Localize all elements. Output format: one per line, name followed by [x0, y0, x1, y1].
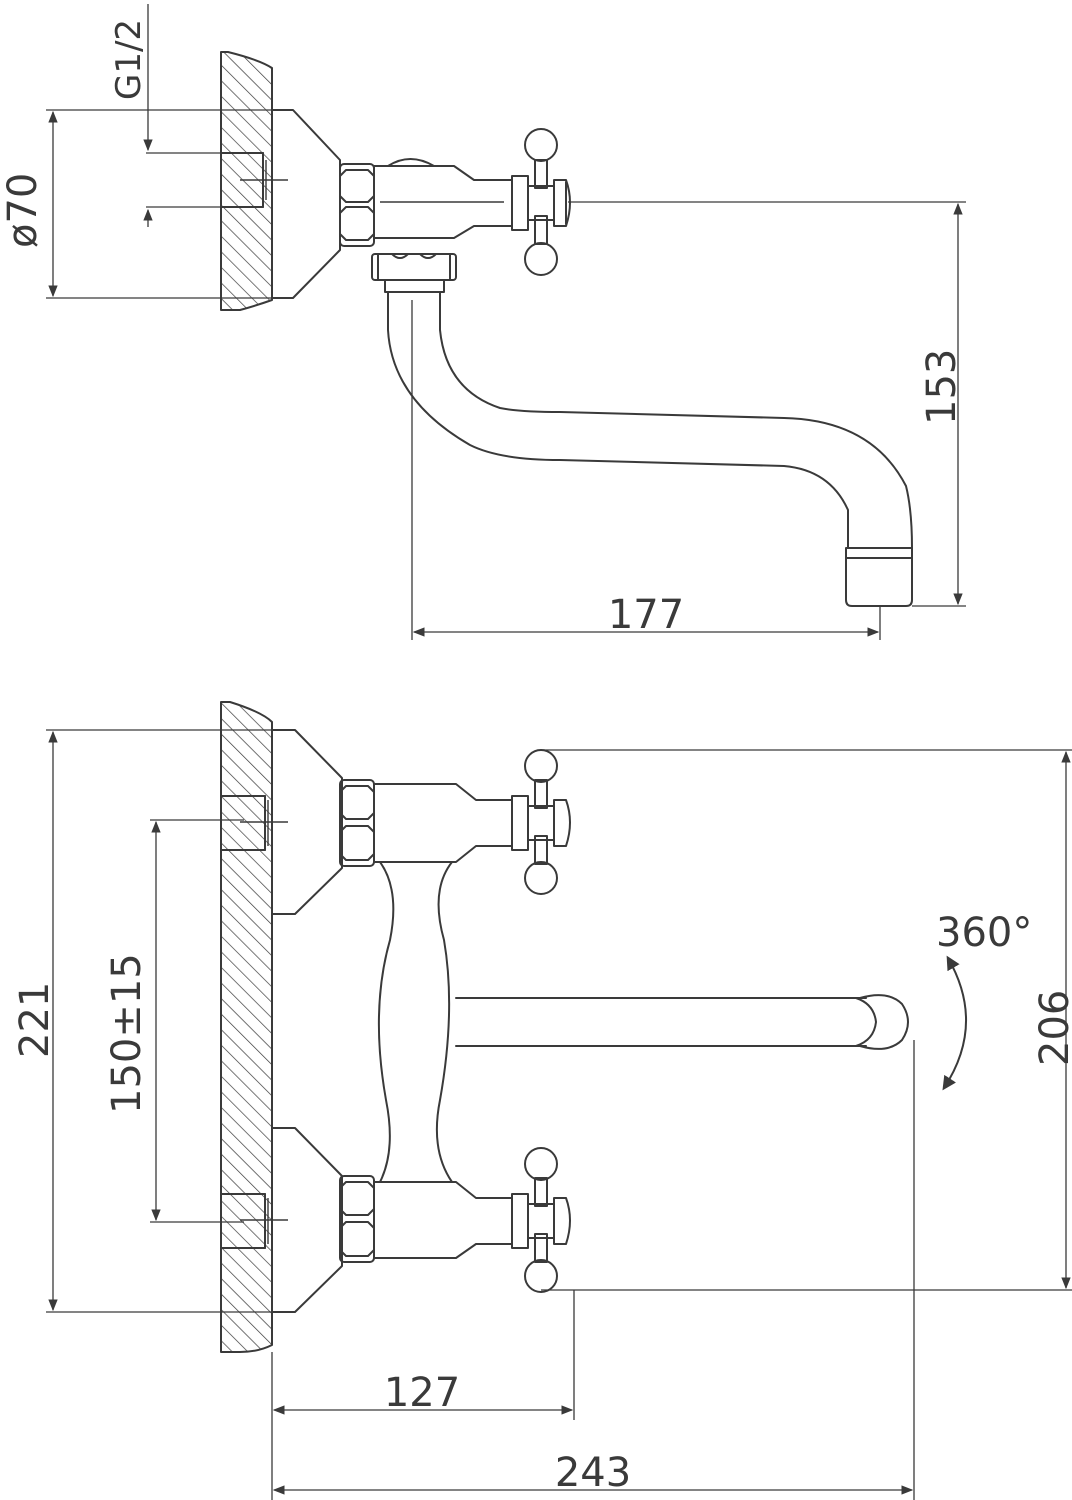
side-view: ø70 G1/2 153 177 [0, 4, 966, 640]
hex-nut-lower [339, 1175, 375, 1263]
rotation-arrow [942, 955, 968, 1091]
spout-height-label: 153 [919, 349, 965, 425]
flange-diameter-label: ø70 [0, 173, 46, 248]
overall-height-label: 221 [12, 982, 58, 1058]
valve-body-lower [373, 1181, 513, 1259]
swivel-nut-top [371, 253, 457, 293]
rotation-label: 360° [936, 910, 1032, 956]
wall-section-top [220, 51, 273, 311]
handle-span-label: 206 [1032, 990, 1072, 1066]
cross-handle-side [511, 128, 571, 276]
cross-handle-lower [511, 1147, 571, 1293]
wall-section-bottom [220, 701, 273, 1353]
front-view: 360° 221 150±15 206 127 243 [12, 701, 1072, 1500]
spout-reach-label: 177 [608, 592, 684, 638]
flange-top [271, 109, 341, 299]
overall-reach-label: 243 [555, 1450, 631, 1496]
central-body [377, 861, 453, 1183]
hex-nut-top [339, 163, 375, 247]
center-distance-label: 150±15 [104, 953, 150, 1114]
cross-handle-upper [511, 749, 571, 895]
handle-reach-label: 127 [384, 1370, 460, 1416]
hex-nut-upper [339, 779, 375, 867]
thread-label: G1/2 [109, 19, 149, 100]
valve-body-upper [373, 783, 513, 863]
spout-side [387, 291, 913, 607]
spout-front [455, 994, 909, 1050]
